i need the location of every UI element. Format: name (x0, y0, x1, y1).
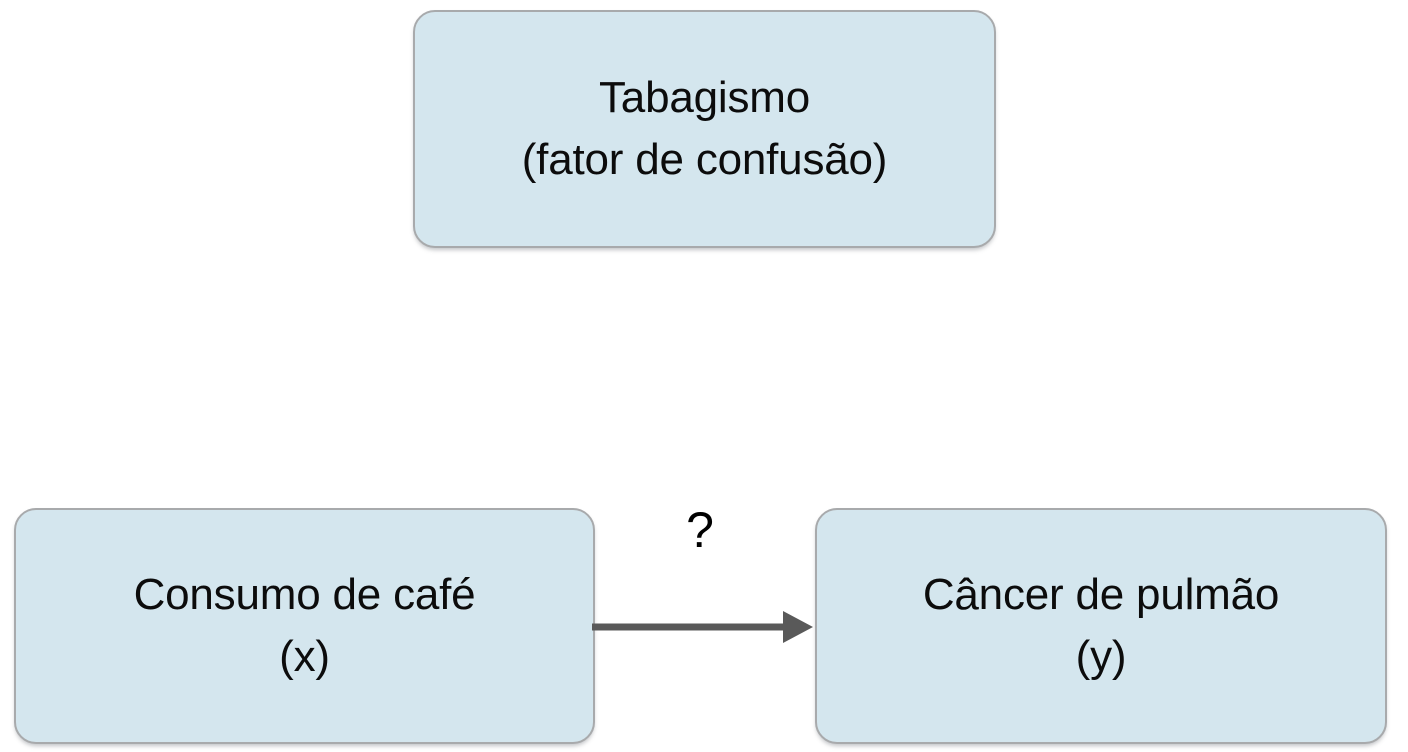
node-outcome-line1: Câncer de pulmão (922, 570, 1280, 619)
edge-label-question: ? (686, 502, 714, 558)
node-confounder-line1: Tabagismo (599, 73, 810, 122)
node-exposure-line1: Consumo de café (133, 570, 476, 619)
node-confounder[interactable]: Tabagismo (fator de confusão) (413, 10, 996, 248)
node-exposure-line2: (x) (279, 632, 330, 681)
node-outcome-line2: (y) (1075, 632, 1127, 681)
node-confounder-line2: (fator de confusão) (521, 135, 888, 184)
arrow-exposure-to-outcome-icon (592, 611, 813, 643)
node-outcome[interactable]: Câncer de pulmão (y) (815, 508, 1387, 744)
node-exposure[interactable]: Consumo de café (x) (14, 508, 595, 744)
arrow-head (783, 611, 813, 643)
